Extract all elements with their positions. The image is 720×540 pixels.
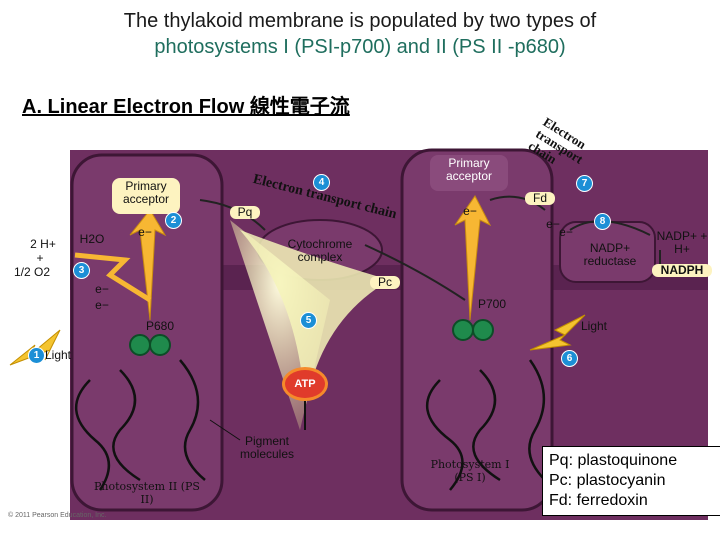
- slide-title-line1: The thylakoid membrane is populated by t…: [123, 10, 597, 32]
- step-badge-6: 6: [561, 350, 578, 367]
- p700-label: P700: [477, 297, 507, 311]
- step-badge-3: 3: [73, 262, 90, 279]
- atp-starburst: [285, 370, 325, 398]
- slide-title-line2: photosystems I (PSI-p700) and II (PS II …: [154, 36, 566, 58]
- water-split-arrow: [74, 252, 152, 303]
- light-label-1: Light: [44, 348, 72, 362]
- pigment-pointer: [209, 419, 241, 441]
- p700-chlorophyll-b: [472, 319, 494, 341]
- pigment-arrow-a: [74, 379, 110, 491]
- electron-psii: e−: [138, 225, 152, 239]
- protons-label: 2 H+: [30, 237, 56, 251]
- pc-label: Pc: [370, 276, 400, 289]
- p680-chlorophyll-b: [149, 334, 171, 356]
- etc-arrow-2: [364, 244, 466, 301]
- atp-label: ATP: [294, 378, 316, 390]
- light-label-2: Light: [580, 319, 608, 333]
- pigment-arrow-f: [528, 359, 546, 481]
- pigment-arrow-e: [472, 369, 501, 482]
- pigment-arrow-d: [425, 379, 464, 491]
- electron-psi: e−: [463, 204, 477, 218]
- photosystem-ii-label: Photosystem II (PS II): [94, 480, 200, 506]
- psi-primary-acceptor: Primary acceptor: [430, 155, 508, 191]
- p680-chlorophyll-a: [129, 334, 151, 356]
- psi-primary-acceptor-label: Primary acceptor: [445, 156, 493, 183]
- psi-to-acceptor-arrow: [454, 195, 492, 321]
- plus-label: +: [36, 251, 44, 265]
- section-heading: A. Linear Electron Flow 線性電子流: [22, 96, 350, 118]
- legend-pc: Pc: plastocyanin: [549, 472, 666, 489]
- psii-primary-acceptor: Primary acceptor: [112, 178, 180, 214]
- pigment-molecules-label: Pigment molecules: [239, 434, 295, 461]
- step-badge-1: 1: [28, 347, 45, 364]
- step-badge-2: 2: [165, 212, 182, 229]
- nadph-label: NADPH: [652, 264, 712, 277]
- p700-chlorophyll-a: [452, 319, 474, 341]
- copyright-notice: © 2011 Pearson Education, Inc.: [8, 512, 107, 519]
- oxygen-label: 1/2 O2: [13, 265, 51, 279]
- water-label: H2O: [79, 232, 105, 246]
- abbreviation-legend: Pq: plastoquinone Pc: plastocyanin Fd: f…: [542, 446, 720, 516]
- pq-label: Pq: [230, 206, 260, 219]
- step-badge-4: 4: [313, 174, 330, 191]
- step-badge-7: 7: [576, 175, 593, 192]
- legend-fd: Fd: ferredoxin: [549, 492, 648, 509]
- electron-water-2: e−: [95, 298, 109, 312]
- pigment-arrow-c: [179, 359, 206, 481]
- psii-primary-acceptor-label: Primary acceptor: [122, 179, 170, 206]
- cytochrome-label: Cytochrome complex: [287, 237, 353, 264]
- psii-complex: [70, 153, 224, 512]
- p680-label: P680: [145, 319, 175, 333]
- light-bolt-2: [529, 314, 586, 351]
- photosystem-i-label: Photosystem I (PS I): [430, 458, 510, 484]
- fd-label: Fd: [525, 192, 555, 205]
- step-badge-8: 8: [594, 213, 611, 230]
- nadp-plus-label: NADP+ + H+: [656, 229, 708, 256]
- nadp-reductase-label: NADP+ reductase: [583, 241, 637, 268]
- pigment-arrow-b: [112, 369, 141, 482]
- electron-water-1: e−: [95, 282, 109, 296]
- etc-arrow-3: [489, 195, 546, 211]
- step-badge-5: 5: [300, 312, 317, 329]
- legend-pq: Pq: plastoquinone: [549, 452, 678, 469]
- electron-fd-2: e−: [559, 225, 573, 239]
- electron-fd-1: e−: [546, 217, 560, 231]
- light-bolt-1: [9, 329, 61, 366]
